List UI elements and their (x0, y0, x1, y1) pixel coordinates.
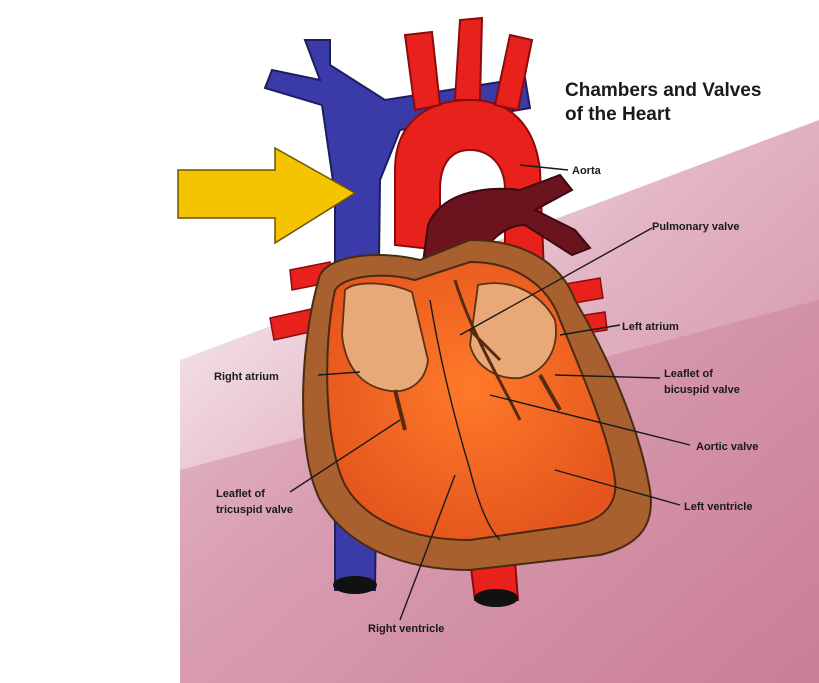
label-aortic-valve: Aortic valve (696, 441, 758, 453)
diagram-title-line1: Chambers and Valves (565, 80, 761, 101)
label-leaflet-tricuspid-2: tricuspid valve (216, 504, 293, 516)
label-pulmonary-valve: Pulmonary valve (652, 221, 739, 233)
label-leaflet-bicuspid-1: Leaflet of (664, 368, 713, 380)
label-leaflet-tricuspid-1: Leaflet of (216, 488, 265, 500)
label-right-ventricle: Right ventricle (368, 623, 444, 635)
label-right-atrium: Right atrium (214, 371, 279, 383)
label-aorta: Aorta (572, 165, 602, 177)
label-leaflet-bicuspid-2: bicuspid valve (664, 384, 740, 396)
arrow-right-icon (178, 148, 355, 243)
label-left-atrium: Left atrium (622, 321, 679, 333)
label-left-ventricle: Left ventricle (684, 501, 752, 513)
diagram-title-line2: of the Heart (565, 104, 671, 125)
